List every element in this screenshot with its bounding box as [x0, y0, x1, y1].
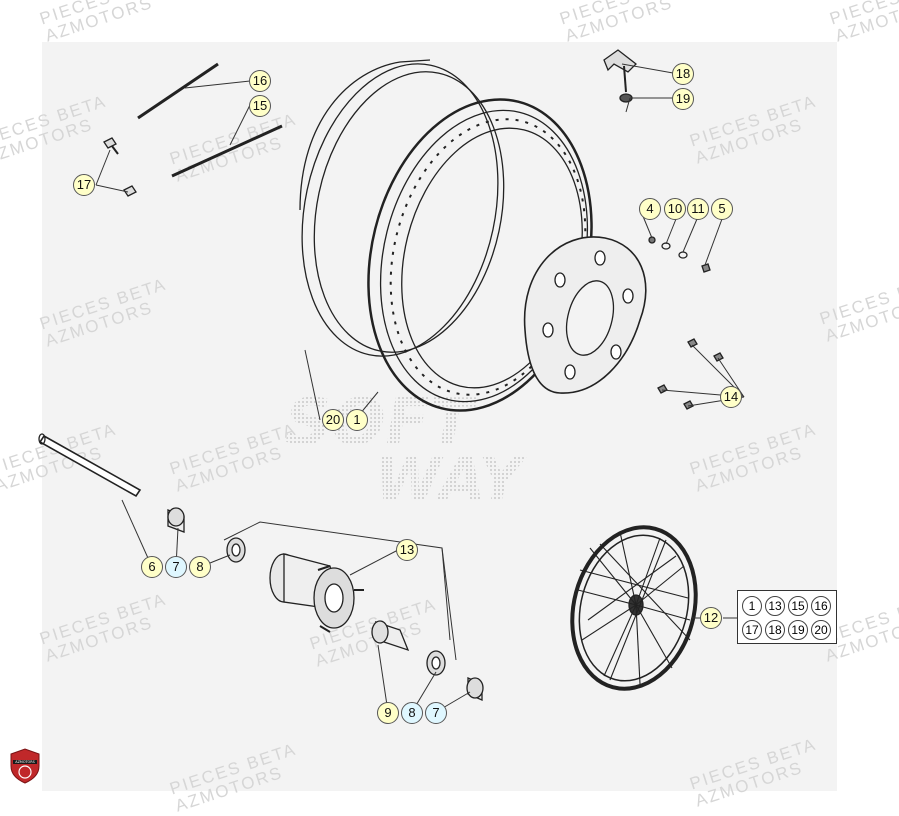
- kit-item[interactable]: 17: [742, 620, 762, 640]
- parts-drawing: [38, 49, 745, 713]
- callout-17[interactable]: 17: [73, 174, 95, 196]
- inner-tube: [299, 59, 505, 357]
- kit-item[interactable]: 1: [742, 596, 762, 616]
- spoke-long: [137, 62, 219, 120]
- kit-contents-box: 1 13 15 16 17 18 19 20: [737, 590, 837, 644]
- callout-8[interactable]: 8: [189, 556, 211, 578]
- brake-disc: [523, 236, 647, 394]
- callout-8-right[interactable]: 8: [401, 702, 423, 724]
- hub: [269, 553, 364, 633]
- kit-item[interactable]: 16: [811, 596, 831, 616]
- callout-18[interactable]: 18: [672, 63, 694, 85]
- callout-12[interactable]: 12: [700, 607, 722, 629]
- callout-14[interactable]: 14: [720, 386, 742, 408]
- azmotors-logo: AZMOTORS: [10, 748, 40, 784]
- kit-item[interactable]: 13: [765, 596, 785, 616]
- callout-7[interactable]: 7: [165, 556, 187, 578]
- callout-4[interactable]: 4: [639, 198, 661, 220]
- logo-text: AZMOTORS: [15, 760, 35, 764]
- callout-16[interactable]: 16: [249, 70, 271, 92]
- callout-1[interactable]: 1: [346, 409, 368, 431]
- callout-13[interactable]: 13: [396, 539, 418, 561]
- callout-20[interactable]: 20: [322, 409, 344, 431]
- spoke-short: [171, 124, 283, 178]
- kit-item[interactable]: 19: [788, 620, 808, 640]
- callout-11[interactable]: 11: [687, 198, 709, 220]
- callout-10[interactable]: 10: [664, 198, 686, 220]
- callout-19[interactable]: 19: [672, 88, 694, 110]
- bearing-right: [426, 650, 446, 676]
- disc-bolts: [657, 338, 724, 410]
- disc-hardware: [648, 236, 711, 273]
- callout-7-right[interactable]: 7: [425, 702, 447, 724]
- kit-item[interactable]: 15: [788, 596, 808, 616]
- axle: [38, 433, 142, 498]
- callout-5[interactable]: 5: [711, 198, 733, 220]
- rim-lock: [603, 49, 637, 103]
- callout-15[interactable]: 15: [249, 95, 271, 117]
- spoke-nipples: [103, 137, 137, 197]
- callout-9[interactable]: 9: [377, 702, 399, 724]
- spacer: [167, 507, 185, 533]
- kit-item[interactable]: 20: [811, 620, 831, 640]
- kit-item[interactable]: 18: [765, 620, 785, 640]
- callout-6[interactable]: 6: [141, 556, 163, 578]
- spacer-right: [466, 677, 484, 701]
- bearing-left: [226, 537, 246, 563]
- spacer-sleeve: [371, 620, 410, 652]
- complete-wheel: [570, 525, 698, 691]
